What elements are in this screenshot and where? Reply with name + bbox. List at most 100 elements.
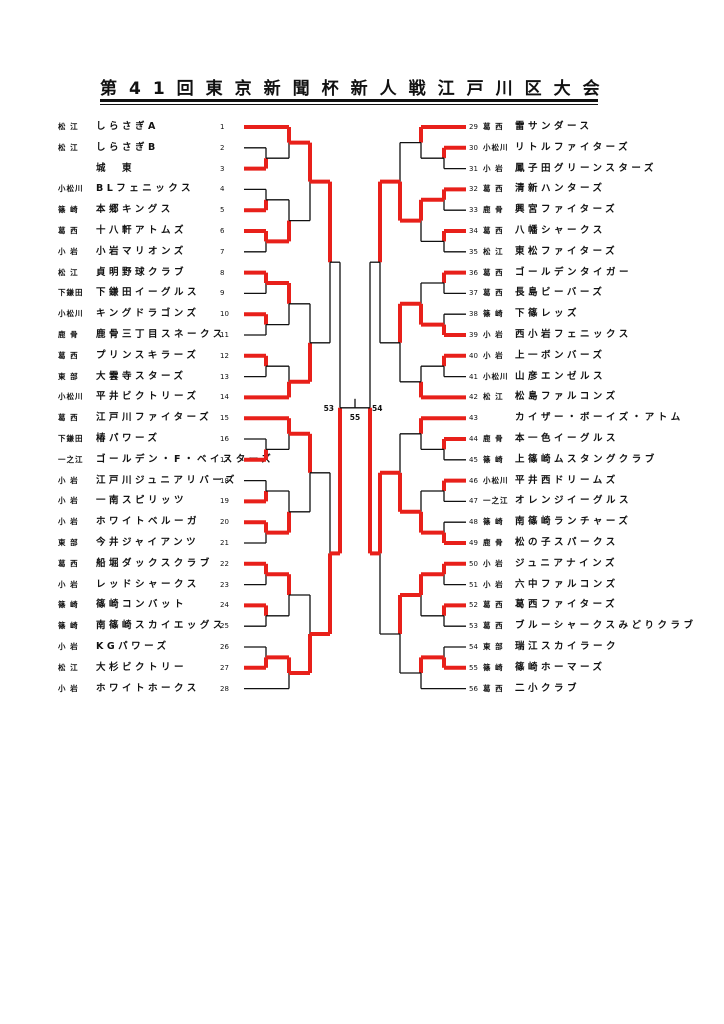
team-name: 西小岩フェニックス — [515, 329, 632, 340]
team-seed: 38 — [469, 310, 478, 319]
team-seed: 31 — [469, 164, 478, 173]
team-name: 二小クラブ — [515, 682, 581, 694]
team-club: 小 岩 — [58, 475, 79, 485]
team-seed: 46 — [469, 476, 478, 485]
team-name: 南篠崎スカイエッグス — [96, 620, 226, 632]
team-seed: 4 — [220, 185, 225, 194]
team-name: キングドラゴンズ — [96, 308, 200, 320]
team-seed: 21 — [220, 539, 229, 547]
team-seed: 3 — [220, 164, 225, 173]
team-name: 山彦エンゼルス — [515, 370, 607, 382]
team-club: 小松川 — [58, 309, 84, 319]
team-club: 鹿 骨 — [483, 205, 504, 215]
team-club: 東 部 — [58, 371, 79, 381]
team-club: 篠 崎 — [58, 205, 79, 215]
team-seed: 27 — [220, 663, 229, 672]
team-club: 小 岩 — [483, 579, 504, 589]
team-seed: 43 — [469, 414, 478, 423]
team-name: 城 東 — [96, 162, 136, 174]
team-seed: 55 — [469, 663, 478, 672]
team-name: 本一色イーグルス — [515, 433, 620, 444]
team-name: 葛西ファイターズ — [515, 599, 619, 611]
team-club: 小松川 — [483, 475, 509, 485]
team-club: 松 江 — [58, 662, 79, 672]
team-club: 小 岩 — [483, 350, 504, 360]
team-club: 葛 西 — [58, 226, 79, 235]
team-seed: 33 — [469, 206, 478, 215]
team-club: 小 岩 — [58, 246, 79, 256]
team-row-left: 葛 西 江戸川ファイターズ 15 — [58, 411, 229, 425]
team-seed: 12 — [220, 351, 229, 360]
team-name: ゴールデン・F・ベイスターズ — [96, 453, 275, 465]
team-club: 葛 西 — [483, 184, 504, 194]
team-name: しらさぎB — [96, 141, 159, 153]
team-seed: 23 — [220, 580, 229, 589]
team-club: 葛 西 — [483, 288, 504, 298]
team-name: オレンジイーグルス — [515, 495, 633, 507]
team-row-left: 小 岩 江戸川ジュニアリバーズ18 — [58, 474, 238, 488]
team-name: 江戸川ファイターズ — [96, 412, 213, 424]
team-seed: 34 — [469, 227, 478, 235]
team-seed: 32 — [469, 185, 478, 194]
team-seed: 15 — [220, 414, 229, 423]
team-club: 篠 崎 — [483, 454, 504, 464]
team-seed: 36 — [469, 268, 478, 277]
team-seed: 17 — [220, 455, 229, 464]
team-seed: 9 — [220, 289, 225, 298]
team-seed: 45 — [469, 455, 478, 464]
team-seed: 56 — [469, 684, 478, 693]
team-name: 下篠レッズ — [515, 308, 581, 320]
team-name: プリンスキラーズ — [96, 349, 200, 361]
team-name: KGパワーズ — [96, 641, 170, 652]
team-seed: 19 — [220, 497, 229, 506]
team-club: 松 江 — [483, 246, 504, 256]
team-seed: 18 — [220, 476, 229, 485]
team-club: 松 江 — [58, 142, 79, 152]
team-name: 松の子スパークス — [515, 537, 619, 548]
team-name: BLフェニックス — [96, 183, 195, 195]
team-seed: 24 — [220, 601, 229, 610]
team-club: 葛 西 — [483, 600, 504, 610]
team-club: 小 岩 — [58, 642, 79, 651]
team-name: 船堀ダックスクラブ — [96, 557, 213, 569]
team-seed: 30 — [469, 143, 478, 152]
team-name: 大杉ビクトリー — [96, 661, 188, 673]
team-seed: 5 — [220, 206, 225, 215]
team-club: 小松川 — [58, 392, 84, 402]
team-club: 一之江 — [58, 454, 84, 464]
team-club: 葛 西 — [58, 350, 79, 360]
team-row-left: 葛 西 プリンスキラーズ 12 — [58, 349, 229, 363]
team-name: 篠崎コンバット — [96, 599, 188, 611]
team-name: 興宮ファイターズ — [515, 204, 619, 216]
team-seed: 53 — [469, 622, 478, 631]
team-seed: 37 — [469, 289, 478, 298]
team-seed: 14 — [220, 393, 229, 402]
team-club: 下鎌田 — [58, 434, 84, 443]
team-row-left: 鹿 骨鹿骨三丁目スネークス11 — [58, 328, 229, 342]
team-club: 葛 西 — [58, 413, 79, 423]
team-name: リトルファイターズ — [515, 141, 632, 153]
team-club: 鹿 骨 — [58, 330, 79, 339]
team-name: 江戸川ジュニアリバーズ — [96, 474, 238, 486]
game-number: 55 — [350, 413, 360, 422]
team-club: 篠 崎 — [58, 600, 79, 610]
team-seed: 1 — [220, 123, 225, 131]
team-row-left: 城 東 3 — [58, 162, 224, 176]
team-club: 小松川 — [483, 371, 509, 381]
